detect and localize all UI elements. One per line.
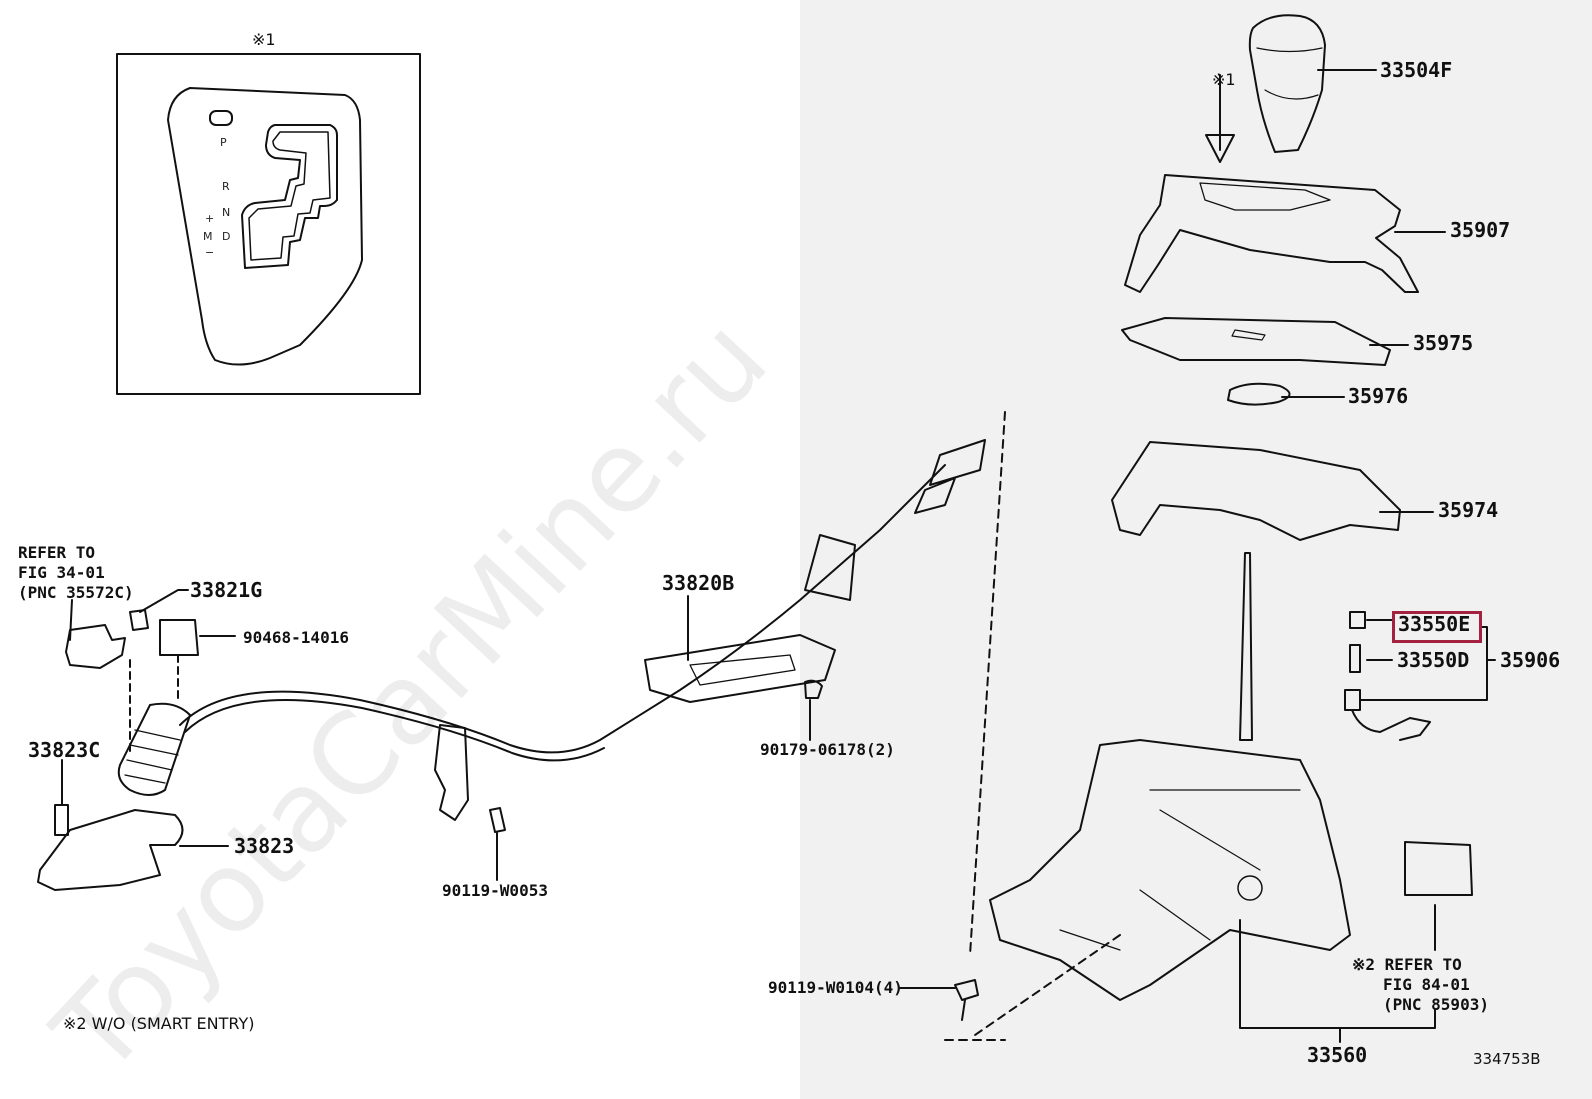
shift-base-33560	[989, 739, 1351, 1001]
part-35975[interactable]: 35975	[1413, 331, 1474, 355]
bulb-33550D	[1349, 644, 1361, 673]
bulb-33550E	[1349, 611, 1366, 629]
gear-p: P	[220, 136, 227, 149]
bracket-refer-34-01	[65, 624, 126, 669]
cable-boot	[804, 534, 856, 601]
clip-33821G	[129, 609, 149, 631]
p-button	[209, 110, 233, 126]
cover-35975	[1121, 317, 1391, 366]
part-33820B[interactable]: 33820B	[662, 571, 735, 595]
inset-marker: ※1	[252, 30, 276, 49]
bracket-33823	[37, 809, 184, 891]
assembly-arrow	[1205, 74, 1235, 163]
gear-r: R	[222, 180, 230, 193]
shift-knob	[1248, 14, 1326, 153]
cable-plate-33820B	[644, 634, 836, 703]
part-33823[interactable]: 33823	[234, 834, 295, 858]
part-90468-14016[interactable]: 90468-14016	[243, 628, 349, 647]
clip-90468	[159, 619, 199, 656]
refer-right-2: FIG 84-01	[1383, 975, 1470, 994]
gate-outline	[241, 124, 338, 269]
indicator-35974	[1111, 441, 1401, 541]
plate-35976	[1227, 382, 1291, 406]
right-panel-shade	[800, 0, 1592, 1099]
refer-right-3: (PNC 85903)	[1383, 995, 1489, 1014]
cable-end	[914, 439, 986, 514]
gear-d: D	[222, 230, 231, 243]
cable-bellows	[117, 702, 191, 796]
part-33821G[interactable]: 33821G	[190, 578, 263, 602]
harness-35906	[1344, 689, 1431, 741]
nut-90179	[804, 679, 823, 699]
part-90119-W0053[interactable]: 90119-W0053	[442, 881, 548, 900]
part-33550D[interactable]: 33550D	[1397, 648, 1470, 672]
refer-left-2: FIG 34-01	[18, 563, 105, 582]
part-90119-W0104[interactable]: 90119-W0104(4)	[768, 978, 903, 997]
part-35976[interactable]: 35976	[1348, 384, 1409, 408]
footnote: ※2 W/O (SMART ENTRY)	[63, 1014, 255, 1033]
shift-plate	[167, 87, 363, 366]
gear-plus: +	[205, 212, 215, 225]
bolt-90119-W0053	[489, 807, 506, 833]
inset-frame	[116, 53, 421, 395]
shift-cable	[179, 464, 946, 754]
drawing-number: 334753B	[1473, 1050, 1541, 1068]
part-35906[interactable]: 35906	[1500, 648, 1561, 672]
bezel-35907	[1124, 174, 1419, 293]
dashed-frame	[944, 411, 1121, 1041]
bolt-90119-W0104	[954, 979, 979, 1021]
gear-minus: −	[205, 246, 215, 259]
part-33504F[interactable]: 33504F	[1380, 58, 1453, 82]
part-35974[interactable]: 35974	[1438, 498, 1499, 522]
part-90179-06178[interactable]: 90179-06178(2)	[760, 740, 895, 759]
refer-left-3: (PNC 35572C)	[18, 583, 134, 602]
part-33823C[interactable]: 33823C	[28, 738, 101, 762]
cable-bracket	[434, 724, 469, 821]
refer-right-1: ※2 REFER TO	[1352, 955, 1462, 974]
marker-1: ※1	[1212, 70, 1236, 89]
gear-m: M	[203, 230, 213, 243]
module-box	[1404, 841, 1473, 896]
part-35907[interactable]: 35907	[1450, 218, 1511, 242]
shift-lever	[1239, 552, 1253, 741]
part-33560[interactable]: 33560	[1307, 1043, 1368, 1067]
highlight-box	[1392, 611, 1482, 643]
gear-n: N	[222, 206, 231, 219]
part-33550E[interactable]: 33550E	[1398, 612, 1471, 636]
refer-left-1: REFER TO	[18, 543, 96, 562]
bolt-33823C	[54, 804, 69, 836]
